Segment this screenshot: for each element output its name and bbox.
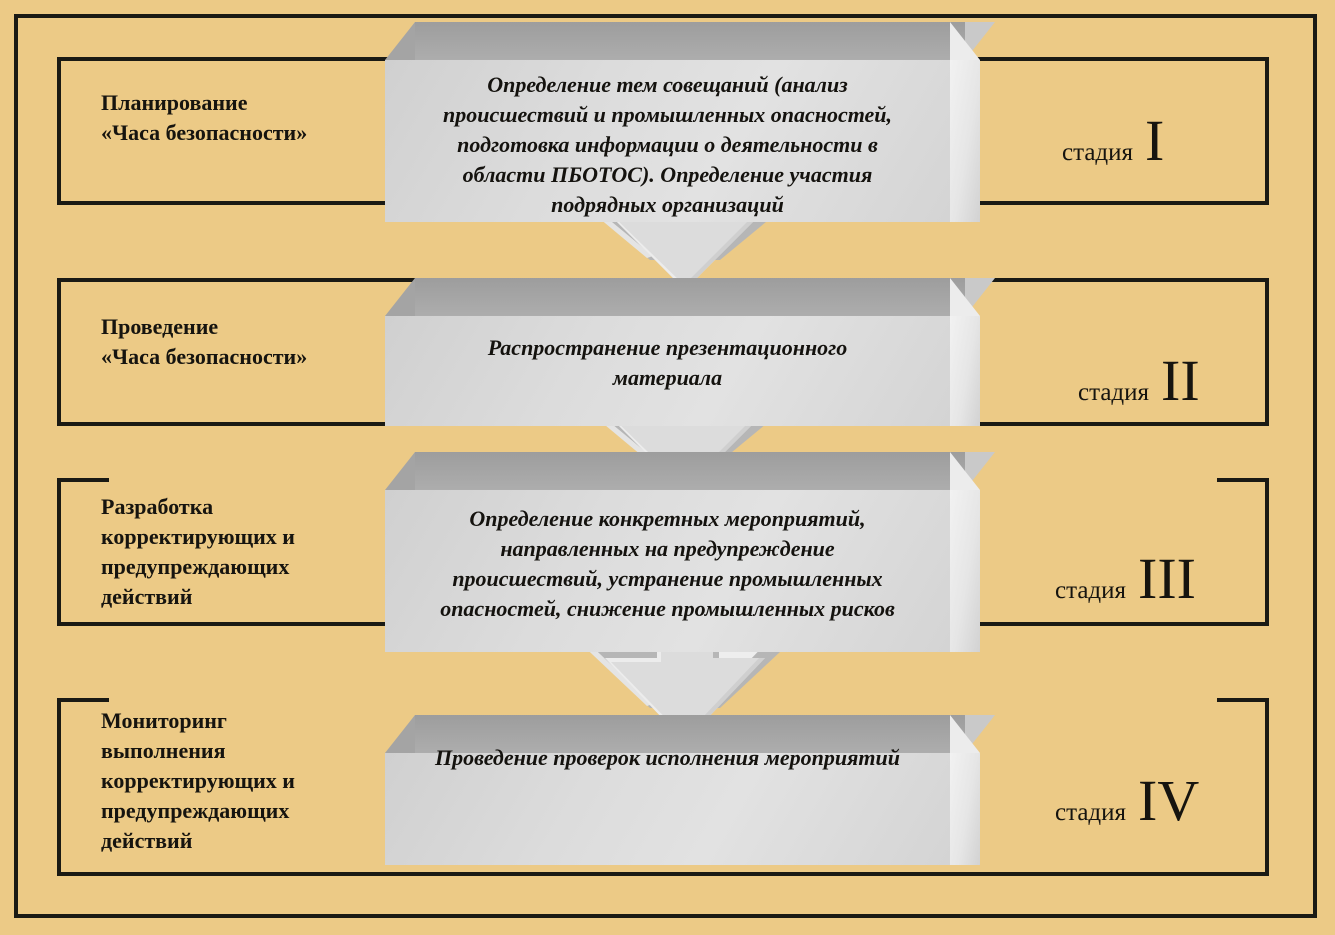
row-label-stage-4: Мониторинг выполнения корректирующих и п… (101, 708, 295, 853)
block-1-top-bevel (385, 22, 415, 60)
block-1-top-face (415, 22, 965, 60)
block-1-text: Определение тем совещаний (анализ происш… (442, 72, 893, 217)
block-3-top-bevel (385, 452, 415, 490)
block-1-side-bevel (950, 22, 980, 60)
block-4-text: Проведение проверок исполнения мероприят… (435, 745, 900, 770)
row-4-top-stub-right (1217, 698, 1269, 702)
block-3-front-face (385, 490, 950, 652)
process-block-stage-2: Распространение презентационного материа… (385, 278, 995, 426)
block-1-side-face (950, 60, 980, 222)
block-4-side-face (950, 753, 980, 865)
process-block-stage-3: Определение конкретных мероприятий, напр… (385, 452, 995, 652)
stage-3-numeral: III (1138, 546, 1196, 611)
stage-3-word: стадия (1055, 577, 1127, 604)
block-3-text: Определение конкретных мероприятий, напр… (440, 506, 895, 621)
block-2-top-bevel (385, 278, 415, 316)
block-2-top-face (415, 278, 965, 316)
row-label-stage-1: Планирование «Часа безопасности» (101, 90, 308, 145)
stage-2-word: стадия (1078, 379, 1150, 406)
block-3-side-bevel (950, 452, 980, 490)
row-4-top-stub-left (57, 698, 109, 702)
block-4-top-bevel (385, 715, 415, 753)
block-2-text: Распространение презентационного материа… (487, 335, 848, 390)
row-outline-stage-4 (57, 698, 1269, 876)
block-1-front-face (385, 60, 950, 222)
stage-1-numeral: I (1145, 108, 1165, 173)
stage-label-2: стадия II (1078, 348, 1200, 413)
process-block-stage-1: Определение тем совещаний (анализ происш… (385, 22, 995, 222)
block-2-side-face (950, 316, 980, 426)
stage-label-4: стадия IV (1055, 768, 1200, 833)
block-4-side-bevel (950, 715, 980, 753)
process-block-stage-4: Проведение проверок исполнения мероприят… (385, 715, 995, 865)
block-3-side-face (950, 490, 980, 652)
row-label-stage-2: Проведение «Часа безопасности» (101, 314, 308, 369)
stage-label-3: стадия III (1055, 546, 1196, 611)
block-2-side-bevel (950, 278, 980, 316)
row-label-stage-3: Разработка корректирующих и предупреждаю… (101, 494, 295, 609)
stage-4-word: стадия (1055, 799, 1127, 826)
stage-label-1: стадия I (1062, 108, 1165, 173)
stage-4-numeral: IV (1138, 768, 1200, 833)
stage-2-numeral: II (1161, 348, 1200, 413)
block-4-top-face (415, 715, 965, 753)
stage-1-word: стадия (1062, 139, 1134, 166)
row-3-top-stub-right (1217, 478, 1269, 482)
row-3-top-stub-left (57, 478, 109, 482)
block-2-front-face (385, 316, 950, 426)
block-4-front-face (385, 753, 950, 865)
block-3-top-face (415, 452, 965, 490)
